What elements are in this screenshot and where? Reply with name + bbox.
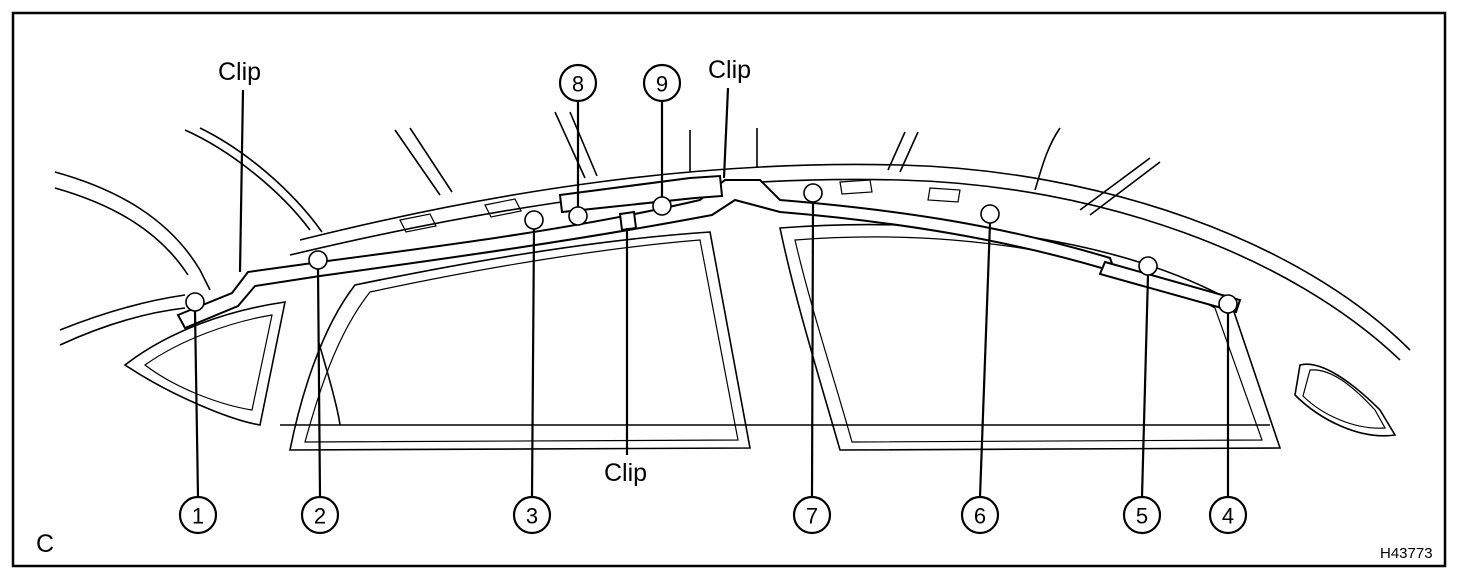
- bolt-4: [1218, 294, 1238, 314]
- bolt-9: [652, 196, 672, 216]
- bolt-7: [803, 183, 823, 203]
- callout-6: 6: [960, 495, 1000, 535]
- svg-text:5: 5: [1136, 504, 1148, 529]
- label-clip-top-right: Clip: [708, 56, 751, 84]
- leader-lines: [193, 87, 1230, 498]
- callout-4: 4: [1208, 495, 1248, 535]
- callout-1: 1: [178, 495, 218, 535]
- svg-text:6: 6: [974, 504, 986, 529]
- svg-text:3: 3: [526, 504, 538, 529]
- bolt-1: [185, 292, 205, 312]
- svg-text:4: 4: [1222, 504, 1234, 529]
- callout-5: 5: [1122, 495, 1162, 535]
- callout-9: 9: [642, 63, 682, 103]
- bolt-8: [568, 206, 588, 226]
- svg-text:8: 8: [572, 72, 584, 97]
- svg-text:2: 2: [314, 504, 326, 529]
- svg-text:1: 1: [192, 504, 204, 529]
- label-clip-left: Clip: [218, 58, 261, 86]
- bolt-6: [980, 204, 1000, 224]
- callout-7: 7: [792, 495, 832, 535]
- corner-label: C: [36, 530, 54, 558]
- callout-2: 2: [300, 495, 340, 535]
- bolt-2: [308, 250, 328, 270]
- svg-text:7: 7: [806, 504, 818, 529]
- callout-3: 3: [512, 495, 552, 535]
- bolt-5: [1138, 256, 1158, 276]
- curtain-airbag-assembly: [176, 174, 1242, 330]
- figure-code: H43773: [1380, 545, 1433, 562]
- bolt-3: [524, 210, 544, 230]
- svg-text:9: 9: [656, 72, 668, 97]
- diagram-frame: [11, 11, 1447, 568]
- label-clip-center: Clip: [604, 459, 647, 487]
- callout-8: 8: [558, 63, 598, 103]
